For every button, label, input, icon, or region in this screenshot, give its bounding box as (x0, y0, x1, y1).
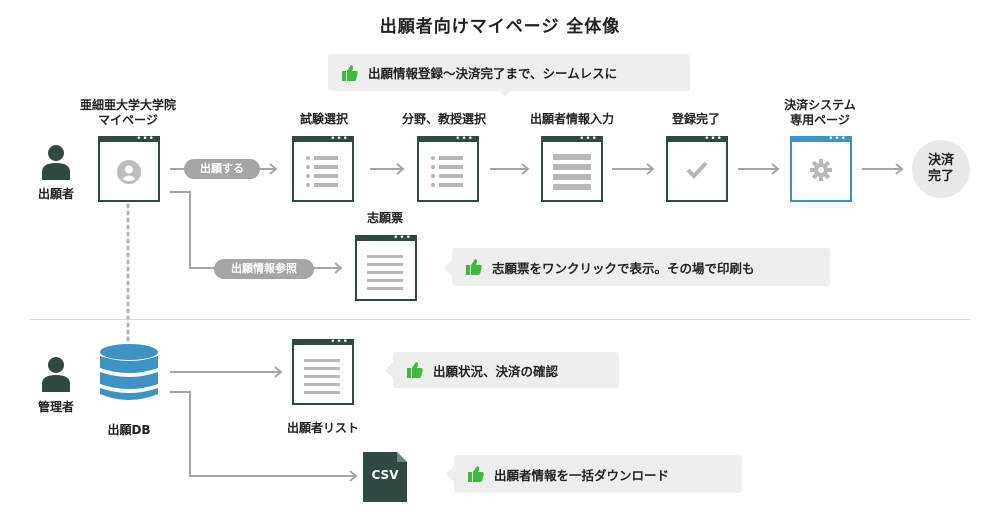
window-dots: ••• (136, 134, 155, 144)
gear-icon (810, 159, 832, 181)
mypage-label-line1: 亜細亜大学大学院 (79, 98, 176, 112)
application-form-label: 志願票 (366, 211, 403, 225)
callout-status-text: 出願状況、決済の確認 (433, 363, 559, 379)
callout-print: 志願票をワンクリックで表示。その場で印刷も (452, 248, 830, 286)
payment-label-line1: 決済システム (784, 98, 856, 112)
applicant-list-label: 出願者リスト (286, 421, 359, 435)
person-icon (42, 357, 70, 392)
mypage-label-line2: マイページ (98, 113, 158, 127)
arrow-db-to-csv (170, 391, 355, 477)
field-select-window[interactable]: ••• (417, 135, 479, 202)
thumbs-up-icon (407, 362, 423, 378)
reg-complete-window[interactable]: ••• (666, 135, 728, 202)
info-input-window[interactable]: ••• (541, 135, 603, 202)
applicant-list-window[interactable]: ••• (292, 338, 354, 405)
csv-label: CSV (371, 468, 399, 482)
field-select-label: 分野、教授選択 (401, 112, 486, 126)
callout-print-text: 志願票をワンクリックで表示。その場で印刷も (492, 260, 755, 276)
checkmark-icon (686, 161, 708, 179)
payment-done-line1: 決済 (927, 153, 954, 168)
user-avatar-icon (117, 160, 141, 184)
callout-status: 出願状況、決済の確認 (393, 352, 619, 388)
mypage-window[interactable]: ••• (98, 134, 160, 202)
payment-label: 決済システム 専用ページ (770, 98, 870, 128)
reg-complete-label: 登録完了 (671, 112, 720, 126)
database-icon (100, 344, 158, 400)
arrowhead (269, 163, 278, 175)
thumbs-up-icon (468, 466, 484, 482)
db-label: 出願DB (107, 423, 151, 437)
exam-select-label: 試験選択 (299, 112, 348, 126)
payment-window[interactable]: ••• (790, 135, 852, 202)
callout-pointer (500, 91, 510, 97)
role-applicant: 出願者 (37, 187, 74, 201)
section-divider (30, 319, 970, 320)
csv-file-icon[interactable] (363, 452, 407, 502)
role-admin: 管理者 (37, 400, 74, 414)
thumbs-up-icon (466, 259, 482, 275)
exam-select-window[interactable]: ••• (292, 135, 354, 202)
info-input-label: 出願者情報入力 (529, 112, 614, 126)
arrow-mypage-to-form (170, 191, 340, 269)
thumbs-up-icon (342, 64, 358, 81)
callout-download: 出願者情報を一括ダウンロード (454, 455, 742, 493)
callout-seamless: 出願情報登録～決済完了まで、シームレスに (328, 54, 690, 91)
payment-done-circle: 決済 完了 (912, 140, 970, 198)
person-icon (42, 145, 70, 180)
callout-download-text: 出願者情報を一括ダウンロード (494, 467, 670, 483)
application-form-window[interactable]: ••• (355, 234, 417, 301)
payment-label-line2: 専用ページ (790, 113, 850, 127)
payment-done-line2: 完了 (927, 169, 954, 184)
callout-seamless-text: 出願情報登録～決済完了まで、シームレスに (368, 66, 618, 81)
page-title: 出願者向けマイページ 全体像 (379, 17, 621, 37)
info-ref-pill[interactable]: 出願情報参照 (214, 259, 314, 279)
mypage-label: 亜細亜大学大学院 マイページ (58, 98, 198, 128)
apply-pill[interactable]: 出願する (184, 159, 260, 179)
